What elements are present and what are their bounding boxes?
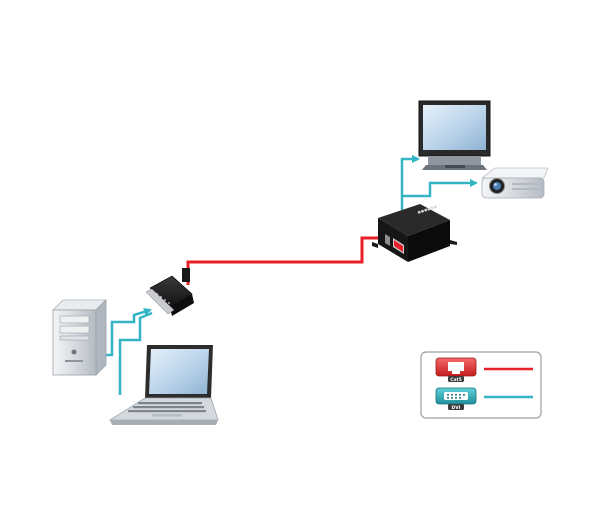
legend: Cat5 DVI bbox=[420, 351, 542, 419]
laptop-icon bbox=[108, 345, 219, 425]
dvi-cable-desktop bbox=[104, 307, 152, 357]
dvi-cable-tv bbox=[400, 155, 420, 210]
legend-cat-label: Cat5 bbox=[450, 377, 462, 383]
svg-text:▪▪▪▪▪▪: ▪▪▪▪▪▪ bbox=[417, 204, 438, 216]
dvi-cable-projector bbox=[402, 179, 478, 198]
projector-icon bbox=[480, 167, 549, 199]
legend-dvi-label: DVI bbox=[452, 405, 461, 411]
dvi-cable-laptop bbox=[118, 311, 153, 395]
cat-cable bbox=[186, 236, 383, 285]
receiver-box-icon: ▪▪▪▪▪▪ bbox=[372, 204, 457, 262]
tv-monitor-icon bbox=[418, 100, 491, 170]
dvi-adapter-icon bbox=[145, 268, 194, 316]
legend-cat-icon: Cat5 bbox=[435, 357, 477, 383]
legend-dvi-icon: DVI bbox=[435, 387, 477, 411]
desktop-pc-icon bbox=[52, 299, 107, 376]
